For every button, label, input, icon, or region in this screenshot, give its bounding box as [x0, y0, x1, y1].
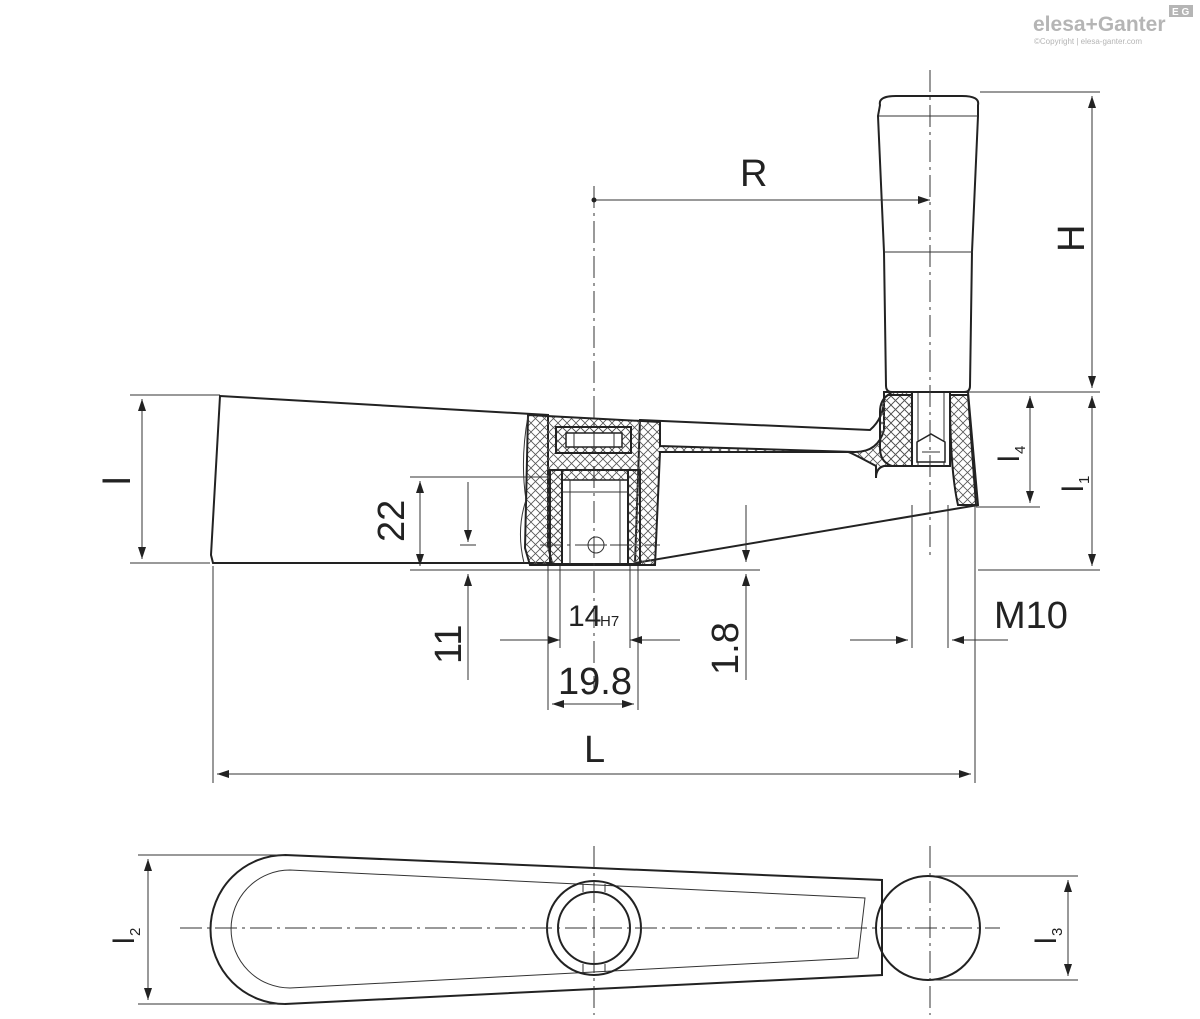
dim-label-l1: l 1 [1057, 476, 1093, 492]
dim-label-l4: l 4 [993, 446, 1029, 462]
svg-text:4: 4 [1012, 446, 1029, 454]
bore-hole [561, 469, 629, 565]
svg-text:l: l [1057, 485, 1090, 492]
dim-label-L: L [584, 729, 605, 771]
break-line [519, 415, 529, 564]
grip-socket-hatch-right [948, 394, 978, 506]
svg-text:1: 1 [1076, 476, 1093, 484]
dim-label-l: l [97, 477, 139, 485]
svg-text:2: 2 [127, 928, 144, 936]
screw-nut-icon [916, 433, 946, 463]
dim-label-chamfer: 1.8 [705, 622, 747, 675]
dimension-lines [130, 91, 1100, 783]
brand-badge-text: E G [1172, 7, 1189, 18]
brand-logo: elesa+Ganter E G ©Copyright | elesa-gant… [1033, 5, 1193, 46]
dim-label-bore-diameter: 14 [568, 600, 601, 633]
dimension-labels: R H l l 1 l 4 22 11 1.8 14 H7 19.8 M10 L [97, 153, 1093, 771]
brand-badge-icon [1169, 5, 1193, 17]
dim-label-l2: l 2 [108, 928, 144, 944]
dim-label-bore-depth: 11 [428, 625, 470, 664]
grip-knob [876, 95, 980, 393]
svg-text:l: l [1030, 937, 1063, 944]
dim-label-bore-tolerance: H7 [600, 613, 619, 630]
grip-socket-hatch [879, 394, 913, 467]
dim-label-bore-height: 22 [371, 500, 413, 542]
dim-label-thread: M10 [994, 595, 1068, 637]
side-view [209, 70, 980, 690]
top-view: l 2 l 3 [108, 846, 1078, 1015]
dim-label-l3: l 3 [1030, 928, 1066, 944]
copyright-text: ©Copyright | elesa-ganter.com [1034, 37, 1142, 46]
dim-label-hub-diameter: 19.8 [558, 661, 632, 703]
dim-label-R: R [740, 153, 767, 195]
svg-text:l: l [993, 455, 1026, 462]
arm-outline-top [209, 853, 883, 1006]
svg-text:3: 3 [1049, 928, 1066, 936]
brand-name: elesa+Ganter [1033, 13, 1166, 36]
bore-top-hatch [561, 469, 629, 481]
svg-text:l: l [108, 937, 141, 944]
dim-label-H: H [1051, 225, 1093, 252]
arm-recess-outline [230, 869, 866, 989]
